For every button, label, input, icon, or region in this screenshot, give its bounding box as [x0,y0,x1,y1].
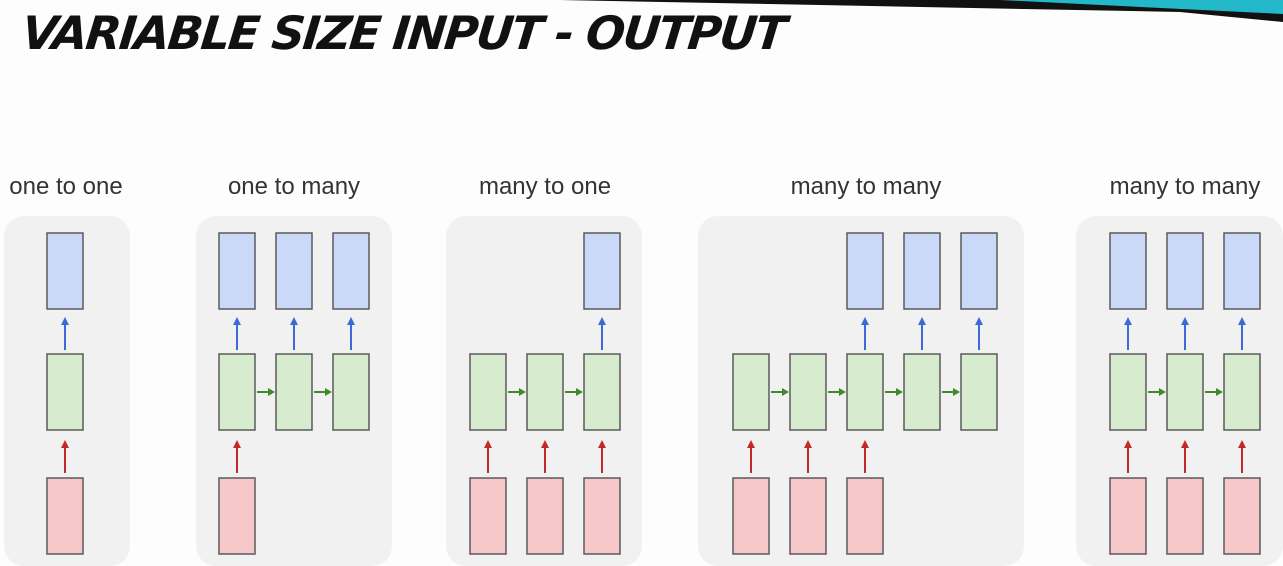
input-arrow-head [61,440,69,448]
hidden-state-box [1109,353,1147,431]
output-box [275,232,313,310]
output-arrow-head [861,317,869,325]
input-arrow-head [747,440,755,448]
output-box [218,232,256,310]
output-box [1166,232,1204,310]
input-box [583,477,621,555]
recurrent-arrow-head [1216,388,1223,396]
input-box [1109,477,1147,555]
recurrent-arrow-head [1159,388,1166,396]
output-arrow-head [1124,317,1132,325]
input-arrow-head [484,440,492,448]
recurrent-arrow-head [519,388,526,396]
input-box [1166,477,1204,555]
input-arrow-head [861,440,869,448]
recurrent-arrow-head [268,388,275,396]
hidden-state-box [275,353,313,431]
input-arrow-head [541,440,549,448]
output-box [332,232,370,310]
input-box [46,477,84,555]
hidden-state-box [1223,353,1261,431]
output-arrow-head [290,317,298,325]
panel-label-many-to-one: many to one [478,173,612,200]
input-box [526,477,564,555]
hidden-state-box [846,353,884,431]
output-arrow-head [598,317,606,325]
input-box [1223,477,1261,555]
hidden-state-box [583,353,621,431]
hidden-state-box [789,353,827,431]
output-arrow-head [918,317,926,325]
output-arrow-head [975,317,983,325]
output-arrow-head [1238,317,1246,325]
output-box [1223,232,1261,310]
input-arrow-head [598,440,606,448]
input-box [846,477,884,555]
output-box [583,232,621,310]
hidden-state-box [469,353,507,431]
input-arrow-head [1238,440,1246,448]
output-arrow-head [233,317,241,325]
hidden-state-box [218,353,256,431]
input-box [218,477,256,555]
output-box [846,232,884,310]
recurrent-arrow-head [839,388,846,396]
hidden-state-box [960,353,998,431]
input-arrow-head [804,440,812,448]
hidden-state-box [46,353,84,431]
input-arrow-head [233,440,241,448]
panel-label-many-to-many-synced: many to many [1109,173,1261,200]
output-box [903,232,941,310]
recurrent-arrow-head [325,388,332,396]
hidden-state-box [332,353,370,431]
output-arrow-head [61,317,69,325]
input-box [732,477,770,555]
hidden-state-box [903,353,941,431]
recurrent-arrow-head [953,388,960,396]
recurrent-arrow-head [782,388,789,396]
panel-label-many-to-many-delayed: many to many [790,173,942,200]
hidden-state-box [732,353,770,431]
recurrent-arrow-head [896,388,903,396]
input-box [469,477,507,555]
output-arrow-head [1181,317,1189,325]
panel-label-one-to-many: one to many [227,173,361,200]
input-arrow-head [1181,440,1189,448]
output-arrow-head [347,317,355,325]
panel-label-one-to-one: one to one [9,173,123,200]
input-box [789,477,827,555]
output-box [960,232,998,310]
hidden-state-box [526,353,564,431]
input-arrow-head [1124,440,1132,448]
hidden-state-box [1166,353,1204,431]
output-box [46,232,84,310]
output-box [1109,232,1147,310]
recurrent-arrow-head [576,388,583,396]
